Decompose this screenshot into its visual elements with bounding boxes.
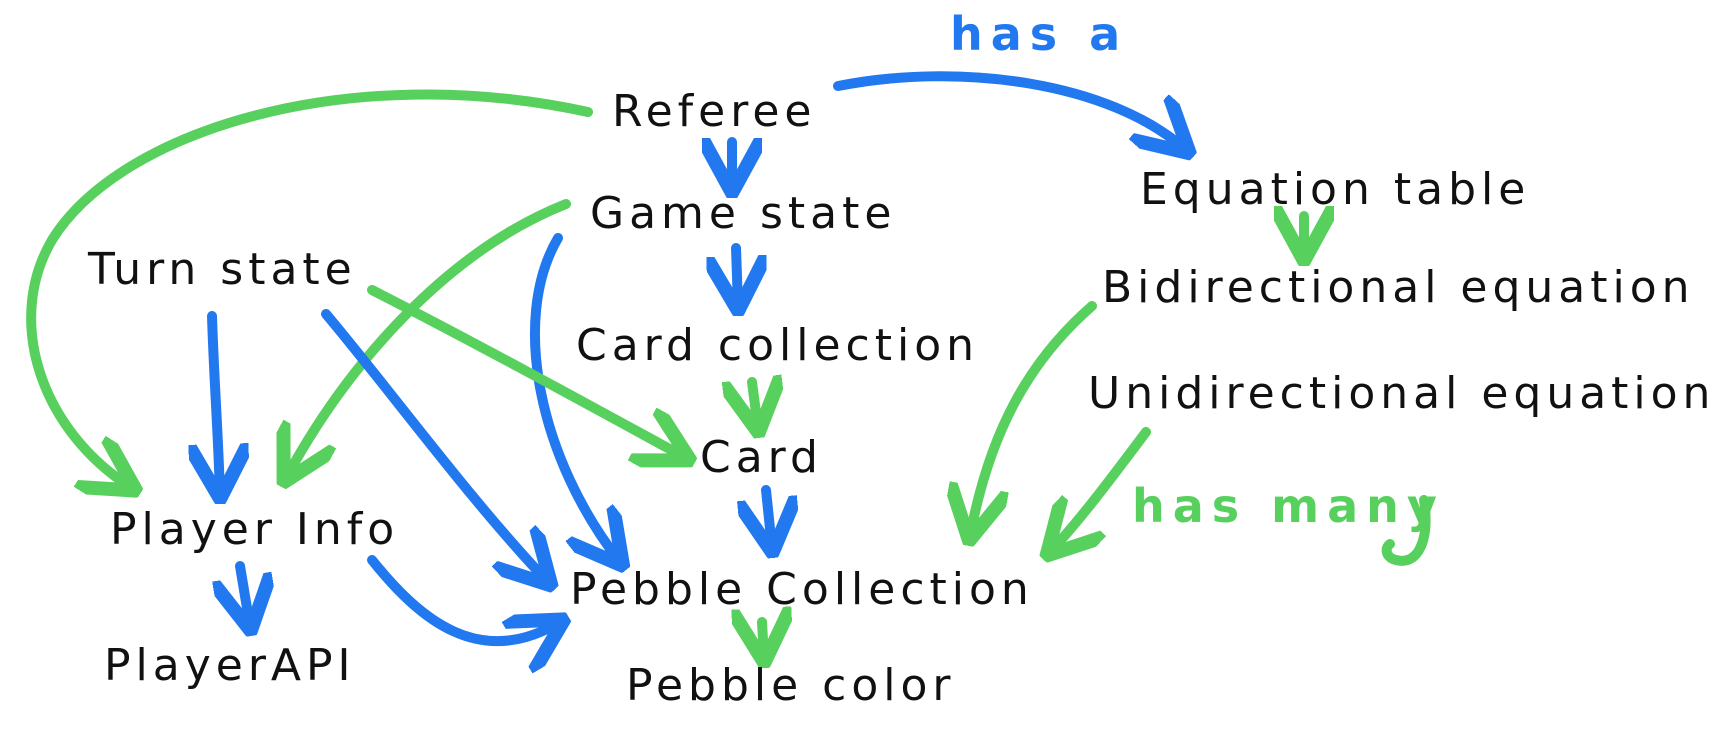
edge-card-pebble-collection xyxy=(766,485,772,548)
node-referee: Referee xyxy=(612,86,817,137)
node-game-state: Game state xyxy=(590,188,896,239)
node-card: Card xyxy=(700,432,823,483)
edge-game-state-card-collection xyxy=(736,243,738,306)
edge-turn-state-player-info xyxy=(212,311,220,494)
edge-referee-equation-table xyxy=(833,71,1186,150)
legend-has-many: has many xyxy=(1132,479,1445,533)
edge-turn-state-pebble-collection xyxy=(321,309,548,582)
node-bidirectional-equation: Bidirectional equation xyxy=(1102,262,1695,313)
legend-has-many-hook xyxy=(1381,495,1431,566)
node-turn-state: Turn state xyxy=(87,244,357,295)
node-equation-table: Equation table xyxy=(1140,164,1530,215)
edge-unidirectional-pebble-collection xyxy=(1050,427,1151,552)
node-pebble-collection: Pebble Collection xyxy=(570,564,1034,615)
edge-referee-player-info xyxy=(26,89,593,488)
legend-has-a: has a xyxy=(950,7,1128,61)
edge-game-state-pebble-collection xyxy=(530,233,620,562)
edge-pebble-collection-pebble-color xyxy=(762,622,764,658)
edge-player-info-player-api xyxy=(240,561,250,626)
node-player-info: Player Info xyxy=(110,504,399,555)
node-unidirectional-equation: Unidirectional equation xyxy=(1088,368,1715,419)
edge-player-info-pebble-collection xyxy=(367,555,560,641)
edge-card-collection-card xyxy=(752,382,758,428)
edge-game-state-player-info xyxy=(286,199,571,478)
node-card-collection: Card collection xyxy=(576,320,979,371)
edge-turn-state-card xyxy=(367,285,686,458)
node-pebble-color: Pebble color xyxy=(626,660,956,711)
edge-bidirectional-pebble-collection xyxy=(970,301,1097,536)
node-player-api: PlayerAPI xyxy=(104,640,356,691)
